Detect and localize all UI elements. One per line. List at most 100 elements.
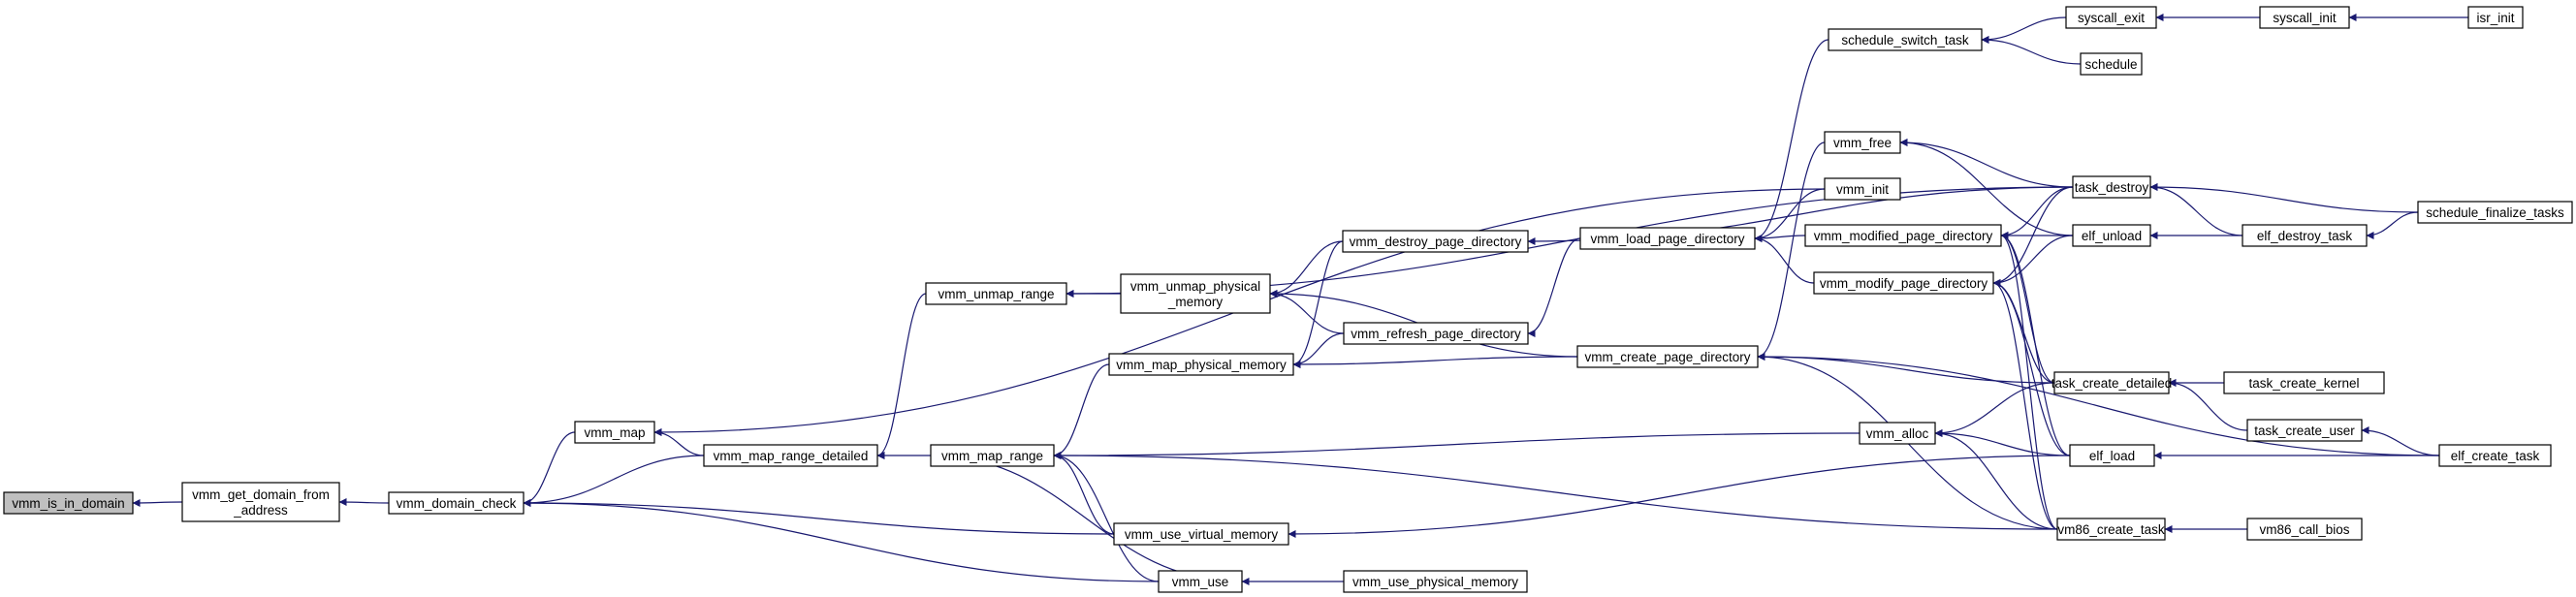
edge-vmm-map-to-vmm-domain-check xyxy=(523,431,576,507)
edge-vmm-domain-check-to-vmm-get-domain-from-address xyxy=(338,498,390,507)
edge-vmm-destroy-page-directory-to-vmm-unmap-physical-memory xyxy=(1269,240,1344,298)
node-label: syscall_exit xyxy=(2078,11,2145,25)
node-box xyxy=(925,282,1067,305)
node-label: vmm_modified_page_directory xyxy=(1814,229,1993,243)
node-vmm-create-page-directory[interactable]: vmm_create_page_directory xyxy=(1576,345,1759,368)
node-label: _memory xyxy=(1167,295,1224,309)
node-label: vmm_use_virtual_memory xyxy=(1125,527,1279,542)
node-vmm-init[interactable]: vmm_init xyxy=(1824,177,1901,201)
node-label: _address xyxy=(233,503,288,518)
edge-vm86-create-task-to-vmm-alloc xyxy=(1934,429,2058,530)
node-elf-destroy-task[interactable]: elf_destroy_task xyxy=(2242,224,2368,247)
node-vmm-destroy-page-directory[interactable]: vmm_destroy_page_directory xyxy=(1342,230,1529,253)
node-label: isr_init xyxy=(2476,11,2514,25)
node-task-create-kernel[interactable]: task_create_kernel xyxy=(2223,371,2385,394)
node-vmm-free[interactable]: vmm_free xyxy=(1824,131,1901,154)
node-schedule-finalize-tasks[interactable]: schedule_finalize_tasks xyxy=(2417,201,2573,224)
node-label: vmm_map_physical_memory xyxy=(1116,358,1287,372)
node-syscall-init[interactable]: syscall_init xyxy=(2259,6,2350,29)
node-box xyxy=(1859,422,1936,445)
edge-elf-unload-to-vmm-modify-page-directory xyxy=(1992,235,2074,287)
node-vm86-call-bios[interactable]: vm86_call_bios xyxy=(2246,518,2363,541)
node-box xyxy=(2080,52,2143,76)
node-vmm-map-range-detailed[interactable]: vmm_map_range_detailed xyxy=(703,444,878,467)
node-vmm-modified-page-directory[interactable]: vmm_modified_page_directory xyxy=(1804,224,2002,247)
node-syscall-exit[interactable]: syscall_exit xyxy=(2065,6,2157,29)
node-vmm-is-in-domain[interactable]: vmm_is_in_domain xyxy=(3,491,134,515)
node-vmm-map[interactable]: vmm_map xyxy=(574,421,655,444)
node-task-destroy[interactable]: task_destroy xyxy=(2072,175,2151,199)
node-label: vmm_unmap_physical xyxy=(1130,279,1260,294)
node-label: task_create_kernel xyxy=(2248,376,2359,391)
node-label: schedule_finalize_tasks xyxy=(2426,205,2564,220)
edge-task-create-detailed-to-vmm-modified-page-directory xyxy=(2000,232,2055,384)
edge-elf-create-task-to-vmm-create-page-directory xyxy=(1757,353,2440,456)
node-box xyxy=(2072,175,2151,199)
node-box xyxy=(2246,518,2363,541)
node-elf-unload[interactable]: elf_unload xyxy=(2072,224,2151,247)
node-box xyxy=(1342,230,1529,253)
node-vmm-map-physical-memory[interactable]: vmm_map_physical_memory xyxy=(1108,353,1294,376)
node-label: vmm_modify_page_directory xyxy=(1820,276,1988,291)
node-box xyxy=(1824,177,1901,201)
node-vmm-domain-check[interactable]: vmm_domain_check xyxy=(388,491,525,515)
node-label: vmm_use_physical_memory xyxy=(1352,575,1518,589)
edge-elf-load-to-vmm-modify-page-directory xyxy=(1992,279,2071,456)
node-vmm-get-domain-from-address[interactable]: vmm_get_domain_from_address xyxy=(181,482,340,522)
edge-elf-unload-to-vmm-free xyxy=(1899,139,2074,236)
edge-vmm-map-range-to-vmm-use xyxy=(930,455,1243,585)
node-vmm-alloc[interactable]: vmm_alloc xyxy=(1859,422,1936,445)
node-box xyxy=(1579,227,1756,250)
node-label: vmm_use xyxy=(1172,575,1229,589)
edge-vmm-create-page-directory-to-vmm-map-physical-memory xyxy=(1292,356,1578,368)
edge-vmm-map-range-detailed-to-vmm-map xyxy=(653,428,705,456)
node-schedule-switch-task[interactable]: schedule_switch_task xyxy=(1828,28,1983,51)
edge-vmm-refresh-page-directory-to-vmm-unmap-physical-memory xyxy=(1269,290,1345,334)
node-box xyxy=(1813,271,1994,295)
node-box xyxy=(703,444,878,467)
node-box xyxy=(2072,224,2151,247)
node-schedule[interactable]: schedule xyxy=(2080,52,2143,76)
node-box xyxy=(2065,6,2157,29)
node-vmm-modify-page-directory[interactable]: vmm_modify_page_directory xyxy=(1813,271,1994,295)
node-task-create-user[interactable]: task_create_user xyxy=(2246,419,2363,442)
node-vmm-use[interactable]: vmm_use xyxy=(1158,570,1243,593)
node-label: vmm_domain_check xyxy=(397,496,517,511)
edge-task-create-detailed-to-vmm-create-page-directory xyxy=(1757,353,2055,384)
edge-task-destroy-to-vmm-modify-page-directory xyxy=(1992,186,2074,287)
node-label: task_create_user xyxy=(2254,424,2355,438)
node-box xyxy=(2417,201,2573,224)
node-box xyxy=(1343,322,1529,345)
edge-vm86-create-task-to-vmm-modify-page-directory xyxy=(1992,279,2058,530)
node-vmm-refresh-page-directory[interactable]: vmm_refresh_page_directory xyxy=(1343,322,1529,345)
node-vmm-use-virtual-memory[interactable]: vmm_use_virtual_memory xyxy=(1113,522,1289,546)
node-label: schedule xyxy=(2084,57,2137,72)
node-vmm-unmap-range[interactable]: vmm_unmap_range xyxy=(925,282,1067,305)
node-vm86-create-task[interactable]: vm86_create_task xyxy=(2056,518,2166,541)
node-box xyxy=(2056,518,2166,541)
edge-elf-load-to-vmm-modified-page-directory xyxy=(2000,232,2071,456)
node-elf-create-task[interactable]: elf_create_task xyxy=(2438,444,2552,467)
node-box xyxy=(1343,570,1528,593)
node-label: vmm_map xyxy=(584,425,645,440)
node-label: schedule_switch_task xyxy=(1841,33,1969,47)
edge-task-create-detailed-to-vmm-modify-page-directory xyxy=(1992,279,2055,384)
edge-vm86-create-task-to-vmm-map-range xyxy=(1053,452,2058,530)
node-task-create-detailed[interactable]: task_create_detailed xyxy=(2051,371,2173,394)
node-vmm-load-page-directory[interactable]: vmm_load_page_directory xyxy=(1579,227,1756,250)
node-vmm-unmap-physical-memory[interactable]: vmm_unmap_physical_memory xyxy=(1120,273,1271,314)
node-isr-init[interactable]: isr_init xyxy=(2467,6,2524,29)
edge-vmm-map-range-detailed-to-vmm-domain-check xyxy=(523,455,705,507)
node-label: vmm_init xyxy=(1836,182,1889,197)
node-label: task_destroy xyxy=(2075,180,2149,195)
node-label: elf_unload xyxy=(2082,229,2142,243)
node-elf-load[interactable]: elf_load xyxy=(2069,444,2155,467)
edge-elf-load-to-vmm-use-virtual-memory xyxy=(1288,455,2071,538)
node-box xyxy=(3,491,134,515)
node-box xyxy=(1824,131,1901,154)
node-label: vmm_refresh_page_directory xyxy=(1351,327,1521,341)
node-vmm-use-physical-memory[interactable]: vmm_use_physical_memory xyxy=(1343,570,1528,593)
node-box xyxy=(1576,345,1759,368)
node-vmm-map-range[interactable]: vmm_map_range xyxy=(930,444,1055,467)
edge-vmm-use-virtual-memory-to-vmm-map-range xyxy=(1053,452,1115,535)
